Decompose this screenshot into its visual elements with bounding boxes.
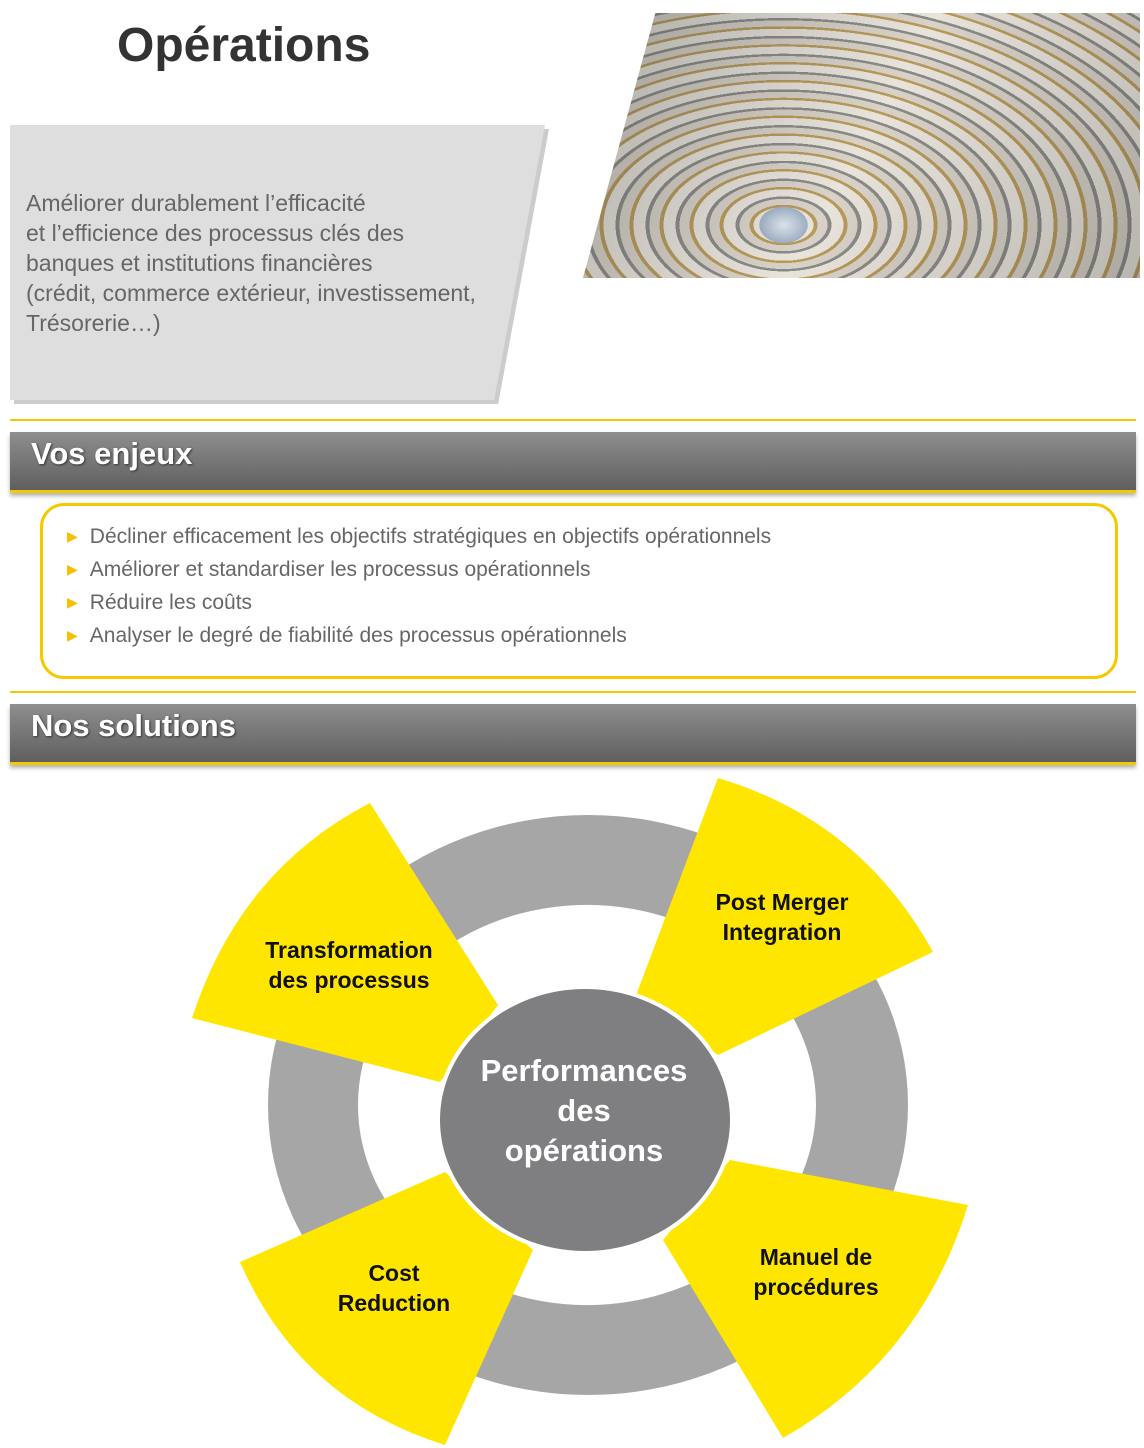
spiral-staircase-image: [583, 13, 1140, 278]
petal-bottom-right: [663, 1160, 968, 1438]
petal-label: Reduction: [338, 1290, 450, 1316]
intro-text: Améliorer durablement l’efficacité et l’…: [26, 188, 526, 338]
intro-line: et l’efficience des processus clés des: [26, 220, 404, 246]
petal-label: Transformation: [265, 937, 432, 963]
center-circle: [436, 985, 734, 1255]
section-header-enjeux: Vos enjeux: [10, 432, 1136, 493]
center-label: Performances: [481, 1053, 688, 1088]
intro-box: [10, 125, 545, 400]
center-label: opérations: [505, 1133, 663, 1168]
list-item: ▶ Décliner efficacement les objectifs str…: [67, 520, 1115, 553]
section-header-solutions: Nos solutions: [10, 704, 1136, 765]
triangle-bullet-icon: ▶: [67, 528, 78, 544]
center-label: des: [557, 1093, 610, 1128]
petal-label: Manuel de: [760, 1244, 872, 1270]
intro-line: Améliorer durablement l’efficacité: [26, 190, 366, 216]
petal-top-left: [192, 803, 498, 1082]
item-text: Améliorer et standardiser les processus …: [89, 558, 591, 581]
petal-label: Post Merger: [716, 889, 849, 915]
intro-line: (crédit, commerce extérieur, investissem…: [26, 280, 476, 306]
triangle-bullet-icon: ▶: [67, 561, 78, 577]
triangle-bullet-icon: ▶: [67, 594, 78, 610]
intro-line: banques et institutions financières: [26, 250, 373, 276]
item-text: Réduire les coûts: [89, 591, 253, 614]
triangle-bullet-icon: ▶: [67, 627, 78, 643]
petal-bottom-left: [240, 1172, 533, 1445]
divider: [10, 419, 1136, 421]
intro-line: Trésorerie…): [26, 310, 161, 336]
petal-label: des processus: [268, 967, 429, 993]
petal-top-right: [635, 778, 933, 1055]
item-text: Analyser le degré de fiabilité des proce…: [89, 624, 627, 647]
list-item: ▶ Réduire les coûts: [67, 586, 1115, 619]
image-shade: [583, 13, 1140, 278]
petal-label: procédures: [753, 1274, 878, 1300]
item-text: Décliner efficacement les objectifs stra…: [89, 525, 772, 548]
page-title: Opérations: [117, 19, 371, 72]
petal-label: Integration: [723, 919, 842, 945]
enjeux-box: ▶ Décliner efficacement les objectifs str…: [40, 503, 1118, 679]
section-heading: Nos solutions: [31, 708, 236, 743]
petal-label: Cost: [368, 1260, 419, 1286]
divider: [10, 691, 1136, 693]
list-item: ▶ Analyser le degré de fiabilité des proc…: [67, 619, 1115, 652]
list-item: ▶ Améliorer et standardiser les processus…: [67, 553, 1115, 586]
section-heading: Vos enjeux: [31, 436, 193, 471]
